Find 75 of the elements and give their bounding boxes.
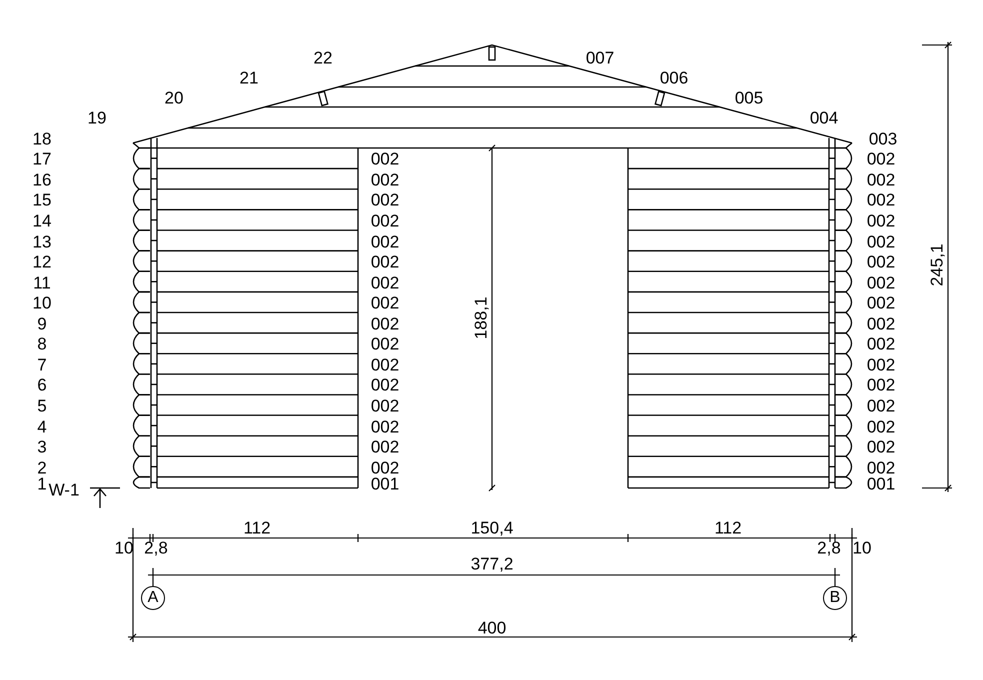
- part-number: 002: [866, 254, 896, 271]
- course-number: 3: [37, 438, 47, 456]
- dimension-value: 2,8: [817, 540, 841, 556]
- grid-axis-marker: A: [141, 586, 165, 610]
- part-number: 002: [370, 336, 400, 353]
- part-number: 002: [866, 150, 896, 168]
- part-number: 002: [370, 398, 400, 414]
- part-number: 002: [866, 356, 896, 374]
- dimension-value: 377,2: [470, 556, 514, 572]
- part-number: 002: [370, 233, 400, 250]
- part-number: 002: [370, 315, 400, 332]
- part-number: 20: [164, 90, 184, 106]
- part-number: 18: [32, 130, 52, 148]
- course-number: 8: [37, 336, 47, 353]
- part-number: 004: [810, 110, 838, 126]
- part-number: 002: [866, 274, 896, 292]
- part-number: 002: [370, 150, 400, 168]
- part-number: 19: [88, 110, 106, 126]
- part-number: 002: [370, 192, 400, 209]
- part-number: 002: [370, 294, 400, 312]
- course-number: 6: [37, 376, 47, 394]
- part-number: 002: [370, 438, 400, 456]
- dimension-value: 245,1: [928, 244, 946, 286]
- course-number: 4: [37, 418, 47, 436]
- course-number: 1: [37, 476, 47, 492]
- part-number: 002: [866, 233, 896, 250]
- part-number: 002: [370, 418, 400, 436]
- part-number: 002: [866, 336, 896, 353]
- part-number: 001: [866, 476, 896, 492]
- part-number: 003: [868, 130, 898, 148]
- dimension-value: 188,1: [472, 296, 490, 340]
- part-number: 22: [314, 50, 332, 66]
- dimension-value: 10: [114, 540, 134, 556]
- course-number: 5: [37, 398, 47, 414]
- part-number: 001: [370, 476, 400, 492]
- part-number: 002: [866, 294, 896, 312]
- part-number: 002: [370, 376, 400, 394]
- grid-axis-marker: B: [823, 586, 847, 610]
- dimension-value: 150,4: [470, 520, 514, 536]
- part-number: 002: [866, 398, 896, 414]
- course-number: 2: [37, 459, 47, 476]
- part-number: 002: [866, 192, 896, 209]
- part-number: 002: [866, 438, 896, 456]
- dimension-value: 2,8: [144, 540, 168, 556]
- section-label: W-1: [48, 482, 80, 498]
- dimension-value: 400: [478, 620, 506, 636]
- part-number: 21: [240, 70, 258, 86]
- course-number: 13: [32, 233, 52, 250]
- course-number: 10: [32, 294, 52, 312]
- course-number: 11: [33, 274, 51, 292]
- part-number: 002: [370, 459, 400, 476]
- part-number: 002: [370, 254, 400, 271]
- course-number: 15: [32, 192, 52, 209]
- part-number: 002: [866, 459, 896, 476]
- course-number: 7: [37, 356, 47, 374]
- part-number: 002: [370, 212, 400, 230]
- part-number: 002: [866, 418, 896, 436]
- dimension-value: 10: [852, 540, 872, 556]
- course-number: 17: [32, 150, 52, 168]
- course-number: 16: [32, 171, 52, 188]
- part-number: 002: [370, 356, 400, 374]
- course-number: 9: [37, 315, 47, 332]
- part-number: 002: [866, 315, 896, 332]
- dimension-value: 112: [714, 520, 742, 536]
- part-number: 002: [370, 274, 400, 292]
- part-number: 002: [866, 171, 896, 188]
- part-number: 005: [734, 90, 764, 106]
- part-number: 002: [866, 376, 896, 394]
- part-number: 007: [586, 50, 614, 66]
- course-number: 14: [32, 212, 52, 230]
- course-number: 12: [32, 254, 52, 271]
- dimension-value: 112: [243, 520, 271, 536]
- part-number: 002: [370, 171, 400, 188]
- part-number: 002: [866, 212, 896, 230]
- part-number: 006: [660, 70, 688, 86]
